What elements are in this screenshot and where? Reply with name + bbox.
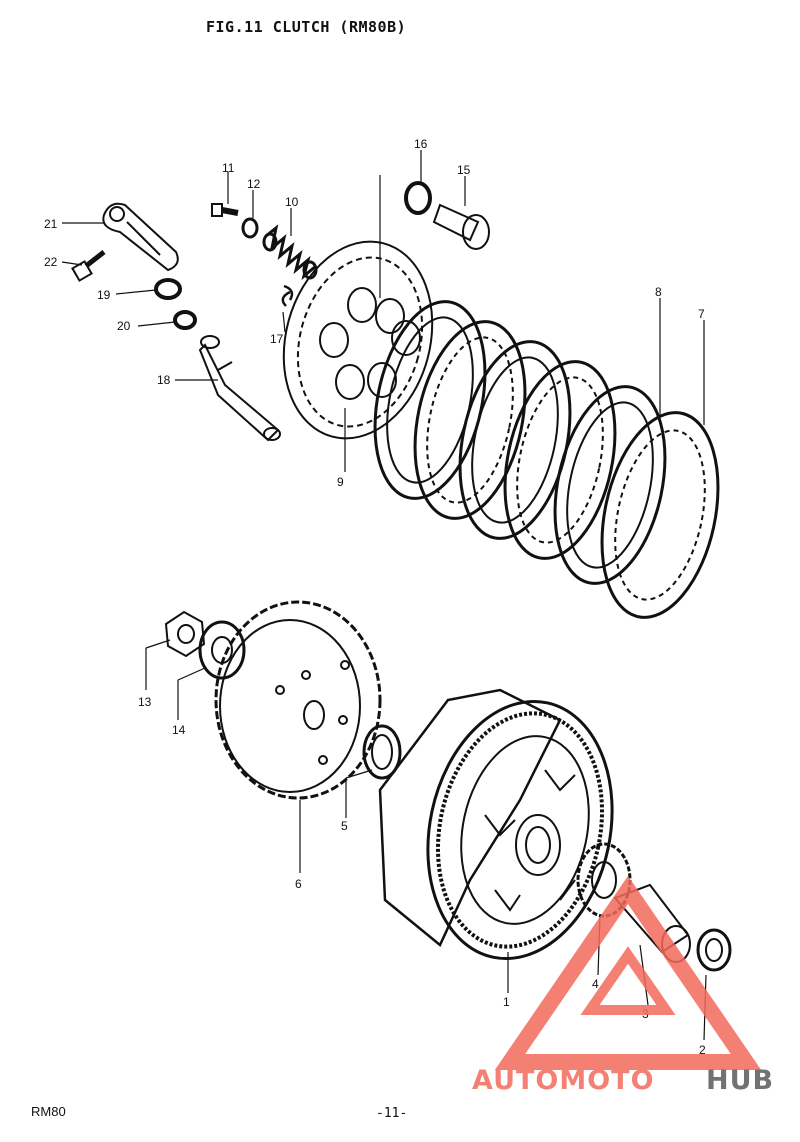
callout-4: 4 xyxy=(592,977,599,991)
automotohub-watermark: AUTOMOTO HUB xyxy=(472,875,774,1096)
callout-18: 18 xyxy=(157,373,171,387)
callout-12: 12 xyxy=(247,177,261,191)
callout-22: 22 xyxy=(44,255,58,269)
callout-9: 9 xyxy=(337,475,344,489)
callout-11: 11 xyxy=(222,161,235,175)
callout-labels: 11 12 10 21 22 19 20 17 18 16 15 9 8 7 1… xyxy=(44,137,706,1057)
watermark-text-primary: AUTOMOTO xyxy=(472,1065,655,1096)
callout-6: 6 xyxy=(295,877,302,891)
watermark-text-secondary: HUB xyxy=(706,1065,774,1096)
seal-19 xyxy=(154,278,182,300)
callout-21: 21 xyxy=(44,217,58,231)
circlip-17 xyxy=(281,284,294,307)
callout-14: 14 xyxy=(172,723,186,737)
callout-10: 10 xyxy=(285,195,299,209)
pin-15 xyxy=(432,203,490,250)
o-ring-20 xyxy=(173,310,197,330)
thrust-washer-5 xyxy=(362,724,402,780)
bolt-11 xyxy=(211,203,239,217)
callout-1: 1 xyxy=(503,995,510,1009)
clutch-plate-stack xyxy=(373,300,720,619)
callout-13: 13 xyxy=(138,695,152,709)
washer-16 xyxy=(404,181,432,215)
washer-12 xyxy=(241,217,259,239)
callout-19: 19 xyxy=(97,288,111,302)
callout-7: 7 xyxy=(698,307,705,321)
callout-2: 2 xyxy=(699,1043,706,1057)
callout-20: 20 xyxy=(117,319,131,333)
callout-8: 8 xyxy=(655,285,662,299)
clutch-spring xyxy=(262,224,318,281)
clutch-outer-housing xyxy=(378,688,614,961)
callout-15: 15 xyxy=(457,163,471,177)
clutch-sleeve-hub xyxy=(214,600,382,800)
release-arm xyxy=(102,202,179,272)
washer-2 xyxy=(696,928,732,972)
pressure-plate xyxy=(282,240,434,440)
leader-lines xyxy=(61,150,707,1041)
nut-13 xyxy=(164,610,206,658)
callout-16: 16 xyxy=(414,137,428,151)
release-screw xyxy=(198,335,281,442)
arm-bolt xyxy=(71,250,106,282)
callout-5: 5 xyxy=(341,819,348,833)
page-number: -11- xyxy=(376,1106,408,1121)
callout-17: 17 xyxy=(270,332,284,346)
figure-title: FIG.11 CLUTCH (RM80B) xyxy=(206,18,407,36)
model-label: RM80 xyxy=(31,1104,66,1119)
